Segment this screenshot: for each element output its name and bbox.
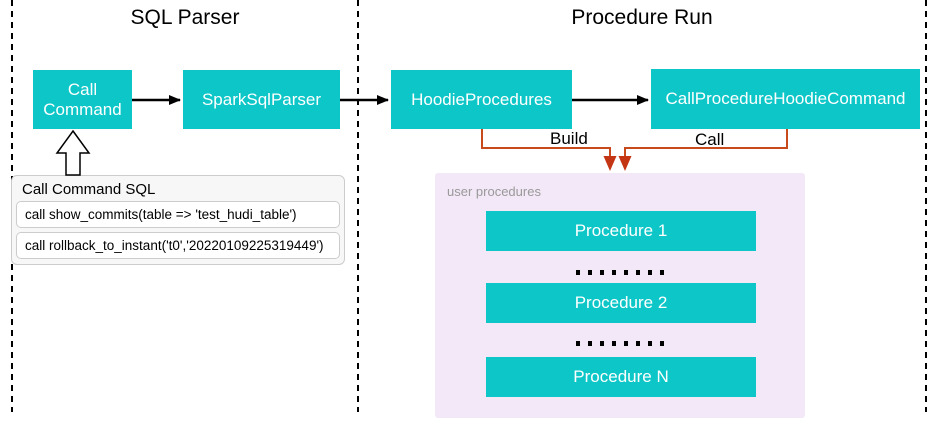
edge-label-call: Call bbox=[695, 130, 725, 149]
edge-label-build: Build bbox=[550, 129, 588, 148]
node-procedure-2: Procedure 2 bbox=[486, 283, 756, 323]
build-connector bbox=[481, 129, 611, 158]
section-title-procedure-run: Procedure Run bbox=[571, 6, 713, 29]
node-call-procedure-hoodie-command: CallProcedureHoodieCommand bbox=[651, 69, 920, 129]
node-procedure-1: Procedure 1 bbox=[486, 211, 756, 251]
section-divider-middle bbox=[357, 0, 359, 412]
build-arrowhead bbox=[603, 156, 617, 171]
sql-example-panel: Call Command SQL call show_commits(table… bbox=[11, 175, 345, 265]
sql-statement-rollback: call rollback_to_instant('t0','202201092… bbox=[16, 232, 340, 259]
node-procedure-n: Procedure N bbox=[486, 357, 756, 397]
user-procedures-panel: user procedures Procedure 1 Procedure 2 … bbox=[435, 173, 805, 418]
node-call-command: Call Command bbox=[33, 70, 132, 129]
sql-statement-show-commits: call show_commits(table => 'test_hudi_ta… bbox=[16, 201, 340, 228]
node-hoodie-procedures: HoodieProcedures bbox=[391, 70, 572, 129]
call-arrowhead bbox=[618, 156, 632, 171]
user-procedures-label: user procedures bbox=[447, 184, 541, 199]
node-spark-sql-parser: SparkSqlParser bbox=[183, 70, 340, 129]
ellipsis-dots bbox=[576, 270, 664, 275]
sql-panel-title: Call Command SQL bbox=[22, 181, 156, 198]
section-title-sql-parser: SQL Parser bbox=[130, 6, 240, 29]
ellipsis-dots bbox=[576, 341, 664, 346]
section-divider-right bbox=[925, 0, 927, 412]
hollow-up-arrow bbox=[55, 129, 91, 176]
